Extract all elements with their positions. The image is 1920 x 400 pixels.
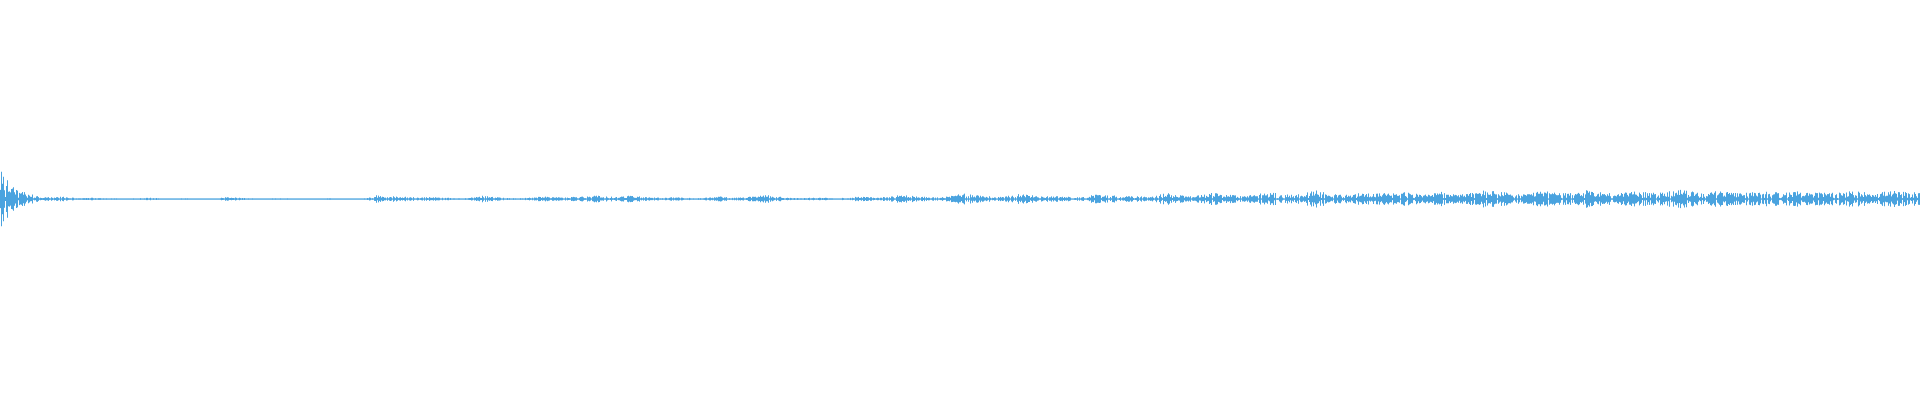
waveform-bars xyxy=(0,171,1920,227)
waveform-path xyxy=(0,171,1920,227)
